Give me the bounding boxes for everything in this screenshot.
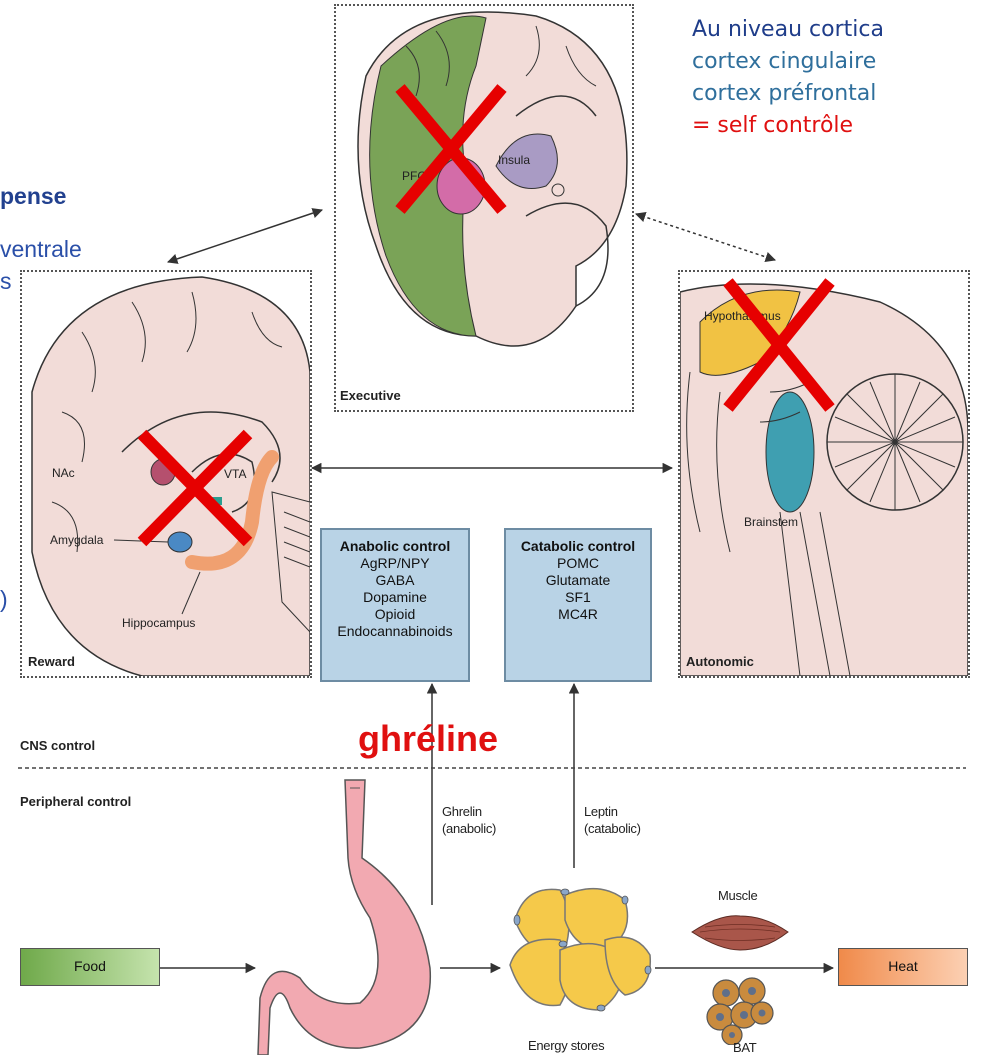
anabolic-title: Anabolic control (322, 538, 468, 555)
anabolic-item: Opioid (322, 606, 468, 623)
cns-control-label: CNS control (20, 738, 95, 753)
catabolic-title: Catabolic control (506, 538, 650, 555)
anabolic-item: GABA (322, 572, 468, 589)
catabolic-item: SF1 (506, 589, 650, 606)
anabolic-control-box: Anabolic control AgRP/NPY GABA Dopamine … (320, 528, 470, 682)
energy-stores-illustration (505, 880, 655, 1030)
ghreline-label: ghréline (358, 718, 498, 760)
cortical-line: cortex cingulaire (692, 46, 884, 78)
cortical-line: cortex préfrontal (692, 78, 884, 110)
catabolic-item: MC4R (506, 606, 650, 623)
muscle-illustration (690, 910, 790, 956)
energy-stores-label: Energy stores (528, 1038, 604, 1053)
ghrelin-type: (anabolic) (442, 821, 496, 836)
food-box: Food (20, 948, 160, 986)
anabolic-item: AgRP/NPY (322, 555, 468, 572)
left-word-s: s (0, 268, 12, 295)
ghrelin-label: Ghrelin (anabolic) (442, 803, 496, 837)
leptin-type: (catabolic) (584, 821, 641, 836)
left-word-pense: pense (0, 183, 66, 210)
leptin-name: Leptin (584, 804, 618, 819)
left-paren: ) (0, 586, 8, 613)
executive-reward-arrow (168, 210, 322, 262)
left-word-ventrale: ventrale (0, 236, 82, 263)
executive-autonomic-arrow (636, 214, 775, 260)
peripheral-control-label: Peripheral control (20, 794, 131, 809)
bat-illustration (706, 975, 776, 1045)
cortical-annotation: Au niveau cortica cortex cingulaire cort… (692, 14, 884, 142)
self-control-text: = self contrôle (692, 110, 884, 142)
heat-box: Heat (838, 948, 968, 986)
muscle-label: Muscle (718, 888, 757, 903)
bat-label: BAT (733, 1040, 756, 1055)
catabolic-item: POMC (506, 555, 650, 572)
cortical-header: Au niveau cortica (692, 14, 884, 46)
catabolic-item: Glutamate (506, 572, 650, 589)
autonomic-cross-icon (718, 272, 840, 418)
anabolic-item: Endocannabinoids (322, 623, 468, 640)
leptin-label: Leptin (catabolic) (584, 803, 641, 837)
executive-cross-icon (388, 78, 514, 220)
stomach-illustration (250, 778, 450, 1055)
catabolic-control-box: Catabolic control POMC Glutamate SF1 MC4… (504, 528, 652, 682)
reward-cross-icon (132, 424, 258, 552)
anabolic-item: Dopamine (322, 589, 468, 606)
